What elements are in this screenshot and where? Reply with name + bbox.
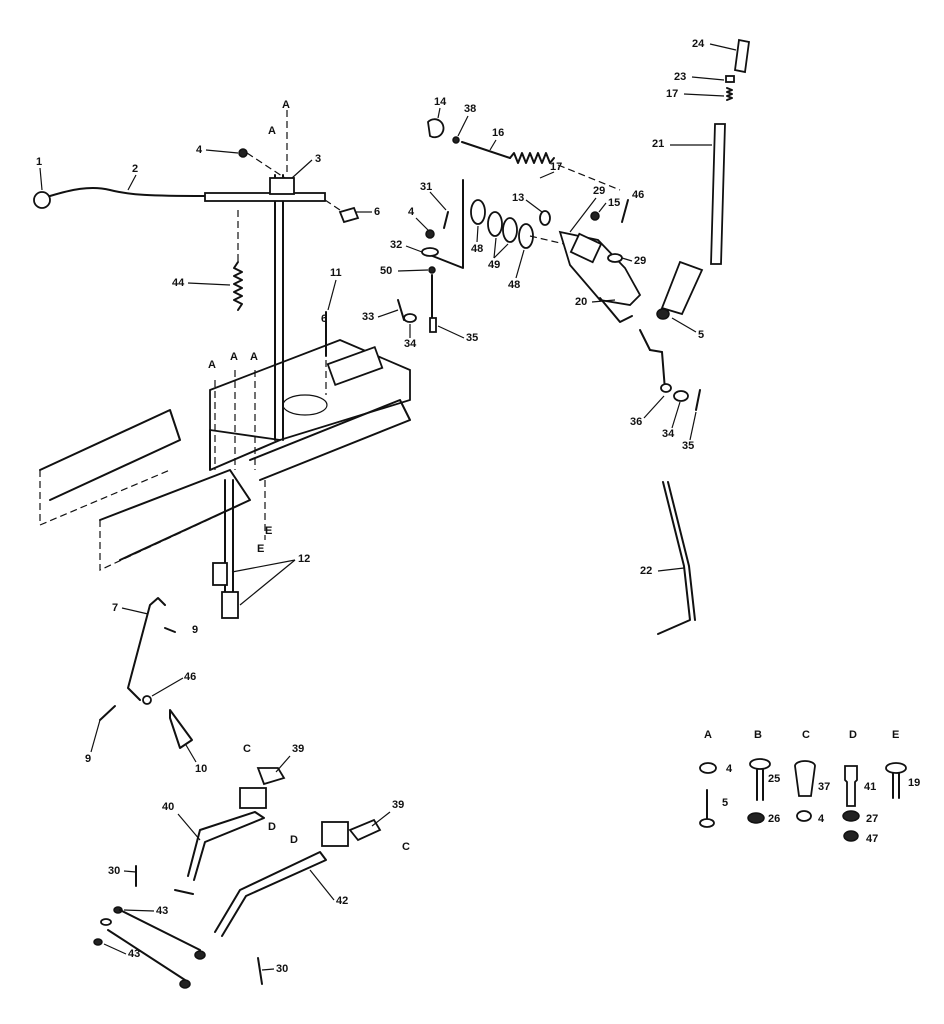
callout-17: 17	[550, 161, 562, 173]
callout-5: 5	[698, 329, 704, 341]
legend-c-4: 4	[818, 813, 825, 825]
rod-22	[657, 481, 696, 635]
callout-35b: 35	[682, 440, 694, 452]
legend-header-c: C	[802, 729, 810, 741]
callout-13: 13	[512, 192, 524, 204]
lever-7	[99, 597, 193, 749]
legend-d-27: 27	[866, 813, 878, 825]
legend-header-b: B	[754, 729, 762, 741]
legend-a-4: 4	[726, 763, 733, 775]
legend-header-d: D	[849, 729, 857, 741]
callout-46b: 46	[632, 189, 644, 201]
legend-b-25: 25	[768, 773, 780, 785]
callout-48b: 48	[508, 279, 520, 291]
callout-17b: 17	[666, 88, 678, 100]
callout-38: 38	[464, 103, 476, 115]
callout-4: 4	[196, 144, 203, 156]
legend-header-e: E	[892, 729, 899, 741]
callout-labels: 1 2 3 4 6 44 11 6 12 7 9 46 9 10 14 38 1…	[36, 38, 737, 975]
pivot-bracket	[429, 179, 629, 269]
callout-11: 11	[330, 267, 342, 279]
callout-39: 39	[292, 743, 304, 755]
callout-39b: 39	[392, 799, 404, 811]
callout-34b: 34	[662, 428, 675, 440]
callout-49: 49	[488, 259, 500, 271]
callout-36: 36	[630, 416, 642, 428]
ref-d-2: D	[290, 834, 298, 846]
callout-9: 9	[192, 624, 198, 636]
callout-30: 30	[108, 865, 120, 877]
callout-43b: 43	[128, 948, 140, 960]
callout-30b: 30	[276, 963, 288, 975]
callout-46: 46	[184, 671, 196, 683]
callout-3: 3	[315, 153, 321, 165]
callout-23: 23	[674, 71, 686, 83]
callout-6: 6	[374, 206, 380, 218]
ref-e-1: E	[265, 525, 272, 537]
legend-a-5: 5	[722, 797, 728, 809]
ref-a-4: A	[230, 351, 238, 363]
callout-12: 12	[298, 553, 310, 565]
callout-14: 14	[434, 96, 447, 108]
ref-c-2: C	[402, 841, 410, 853]
callout-42: 42	[336, 895, 348, 907]
callout-50: 50	[380, 265, 392, 277]
rod-16-assembly	[427, 118, 621, 191]
callout-34: 34	[404, 338, 417, 350]
legend-c-37: 37	[818, 781, 830, 793]
ref-c-1: C	[243, 743, 251, 755]
legend-e-19: 19	[908, 777, 920, 789]
callout-21: 21	[652, 138, 664, 150]
ref-a-3: A	[208, 359, 216, 371]
callout-9b: 9	[85, 753, 91, 765]
spring-44	[233, 210, 243, 311]
clevis-column	[397, 211, 449, 333]
ref-e-2: E	[257, 543, 264, 555]
callout-15: 15	[608, 197, 620, 209]
hardware-legend	[699, 758, 907, 842]
ref-a-2: A	[268, 125, 276, 137]
callout-10: 10	[195, 763, 207, 775]
callout-29: 29	[593, 185, 605, 197]
legend-labels: A B C D E 4 5 25 26 37 4 41 27 47 19	[704, 729, 920, 845]
callout-4b: 4	[408, 206, 415, 218]
callout-43: 43	[156, 905, 168, 917]
callout-31: 31	[420, 181, 432, 193]
frame-assembly	[39, 339, 411, 571]
callout-40: 40	[162, 801, 174, 813]
callout-1: 1	[36, 156, 42, 168]
callout-33: 33	[362, 311, 374, 323]
callout-44: 44	[172, 277, 185, 289]
bell-crank-20	[558, 230, 701, 411]
lift-arm-12	[212, 370, 266, 619]
ref-a-5: A	[250, 351, 258, 363]
shift-lever-21	[656, 38, 751, 320]
callout-29b: 29	[634, 255, 646, 267]
callout-16: 16	[492, 127, 504, 139]
legend-b-26: 26	[768, 813, 780, 825]
callout-32: 32	[390, 239, 402, 251]
callout-24: 24	[692, 38, 705, 50]
ref-d-1: D	[268, 821, 276, 833]
legend-d-47: 47	[866, 833, 878, 845]
lift-handle-assembly	[33, 148, 360, 224]
callout-22: 22	[640, 565, 652, 577]
callout-7: 7	[112, 602, 118, 614]
callout-6b: 6	[321, 313, 327, 325]
callout-2: 2	[132, 163, 138, 175]
lift-rod	[274, 110, 288, 441]
reference-letters: A A A A A E E C D D C	[208, 99, 410, 853]
callout-20: 20	[575, 296, 587, 308]
ref-a-1: A	[282, 99, 290, 111]
callout-35: 35	[466, 332, 478, 344]
callout-48: 48	[471, 243, 483, 255]
legend-d-41: 41	[864, 781, 876, 793]
legend-header-a: A	[704, 729, 712, 741]
